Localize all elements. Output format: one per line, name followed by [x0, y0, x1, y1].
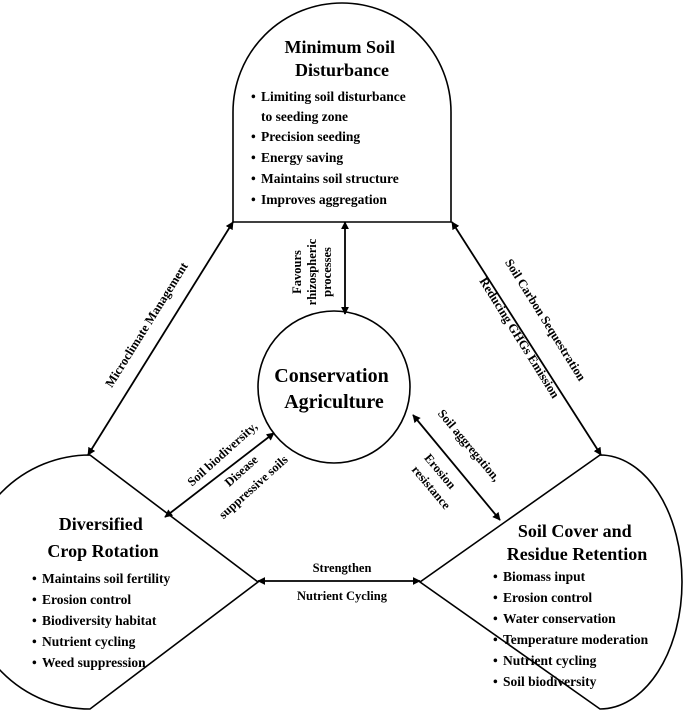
top-bullet-3: Energy saving [261, 150, 343, 165]
left-bullet-4: Nutrient cycling [42, 634, 136, 649]
center-title-line-2: Agriculture [284, 391, 384, 413]
label-strengthen: Strengthen [313, 561, 372, 575]
bullet-dot: • [251, 150, 256, 165]
right-box-bullet-list: • Biomass input • Erosion control • Wate… [493, 569, 651, 689]
left-box-bullet-list: • Maintains soil fertility • Erosion con… [32, 571, 174, 670]
label-spoke-top-1: Favours [290, 250, 304, 294]
right-bullet-4: Temperature moderation [503, 632, 649, 647]
bullet-dot: • [493, 569, 498, 584]
right-bullet-5: Nutrient cycling [503, 653, 597, 668]
bullet-dot: • [251, 129, 256, 144]
top-bullet-2: Precision seeding [261, 129, 360, 144]
left-bullet-3: Biodiversity habitat [42, 613, 157, 628]
left-box-title-line-2: Crop Rotation [47, 541, 158, 561]
top-box: Minimum Soil Disturbance • Limiting soil… [232, 2, 452, 223]
center-node: Conservation Agriculture [257, 310, 411, 464]
left-bullet-5: Weed suppression [42, 655, 146, 670]
bullet-dot: • [32, 634, 37, 649]
label-microclimate: Microclimate Management [102, 259, 191, 390]
bullet-dot: • [493, 611, 498, 626]
right-bullet-6: Soil biodiversity [503, 674, 597, 689]
label-spoke-top-3: processes [320, 247, 334, 297]
bullet-dot: • [493, 674, 498, 689]
right-box-title: Soil Cover and Residue Retention [507, 521, 648, 564]
top-box-title: Minimum Soil Disturbance [284, 37, 399, 80]
arrow-top-right [451, 221, 602, 456]
left-bullet-1: Maintains soil fertility [42, 571, 170, 586]
left-box-title-line-1: Diversified [59, 514, 143, 534]
top-box-title-line-1: Minimum Soil [284, 37, 395, 57]
top-bullet-1-cont: to seeding zone [261, 109, 348, 124]
right-box-shape [418, 454, 683, 710]
center-circle [257, 310, 411, 464]
top-box-bullet-list: • Limiting soil disturbance to seeding z… [251, 89, 409, 207]
left-box-title: Diversified Crop Rotation [47, 514, 158, 561]
right-bullet-3: Water conservation [503, 611, 616, 626]
bullet-dot: • [251, 171, 256, 186]
right-box: Soil Cover and Residue Retention • Bioma… [418, 454, 683, 710]
right-box-title-line-1: Soil Cover and [518, 521, 632, 541]
bullet-dot: • [32, 613, 37, 628]
left-box-shape [0, 454, 260, 710]
arrow-spoke-right [412, 414, 501, 521]
bullet-dot: • [32, 592, 37, 607]
arrow-top-left [87, 221, 234, 456]
top-bullet-1: Limiting soil disturbance [261, 89, 406, 104]
right-bullet-2: Erosion control [503, 590, 592, 605]
label-spoke-top-2: rhizospheric [305, 238, 319, 305]
bullet-dot: • [32, 571, 37, 586]
right-box-title-line-2: Residue Retention [507, 544, 648, 564]
bullet-dot: • [493, 590, 498, 605]
top-box-title-line-2: Disturbance [295, 60, 389, 80]
left-box: Diversified Crop Rotation • Maintains so… [0, 454, 260, 710]
center-title: Conservation Agriculture [274, 365, 393, 413]
bullet-dot: • [251, 89, 256, 104]
bullet-dot: • [32, 655, 37, 670]
bullet-dot: • [251, 192, 256, 207]
top-bullet-4: Maintains soil structure [261, 171, 399, 186]
left-bullet-2: Erosion control [42, 592, 131, 607]
top-bullet-5: Improves aggregation [261, 192, 387, 207]
top-box-shape [232, 2, 452, 223]
center-title-line-1: Conservation [274, 365, 388, 387]
bullet-dot: • [493, 632, 498, 647]
label-nutrient-cycling: Nutrient Cycling [297, 589, 388, 603]
bullet-dot: • [493, 653, 498, 668]
right-bullet-1: Biomass input [503, 569, 586, 584]
arrow-spoke-left [164, 432, 275, 518]
